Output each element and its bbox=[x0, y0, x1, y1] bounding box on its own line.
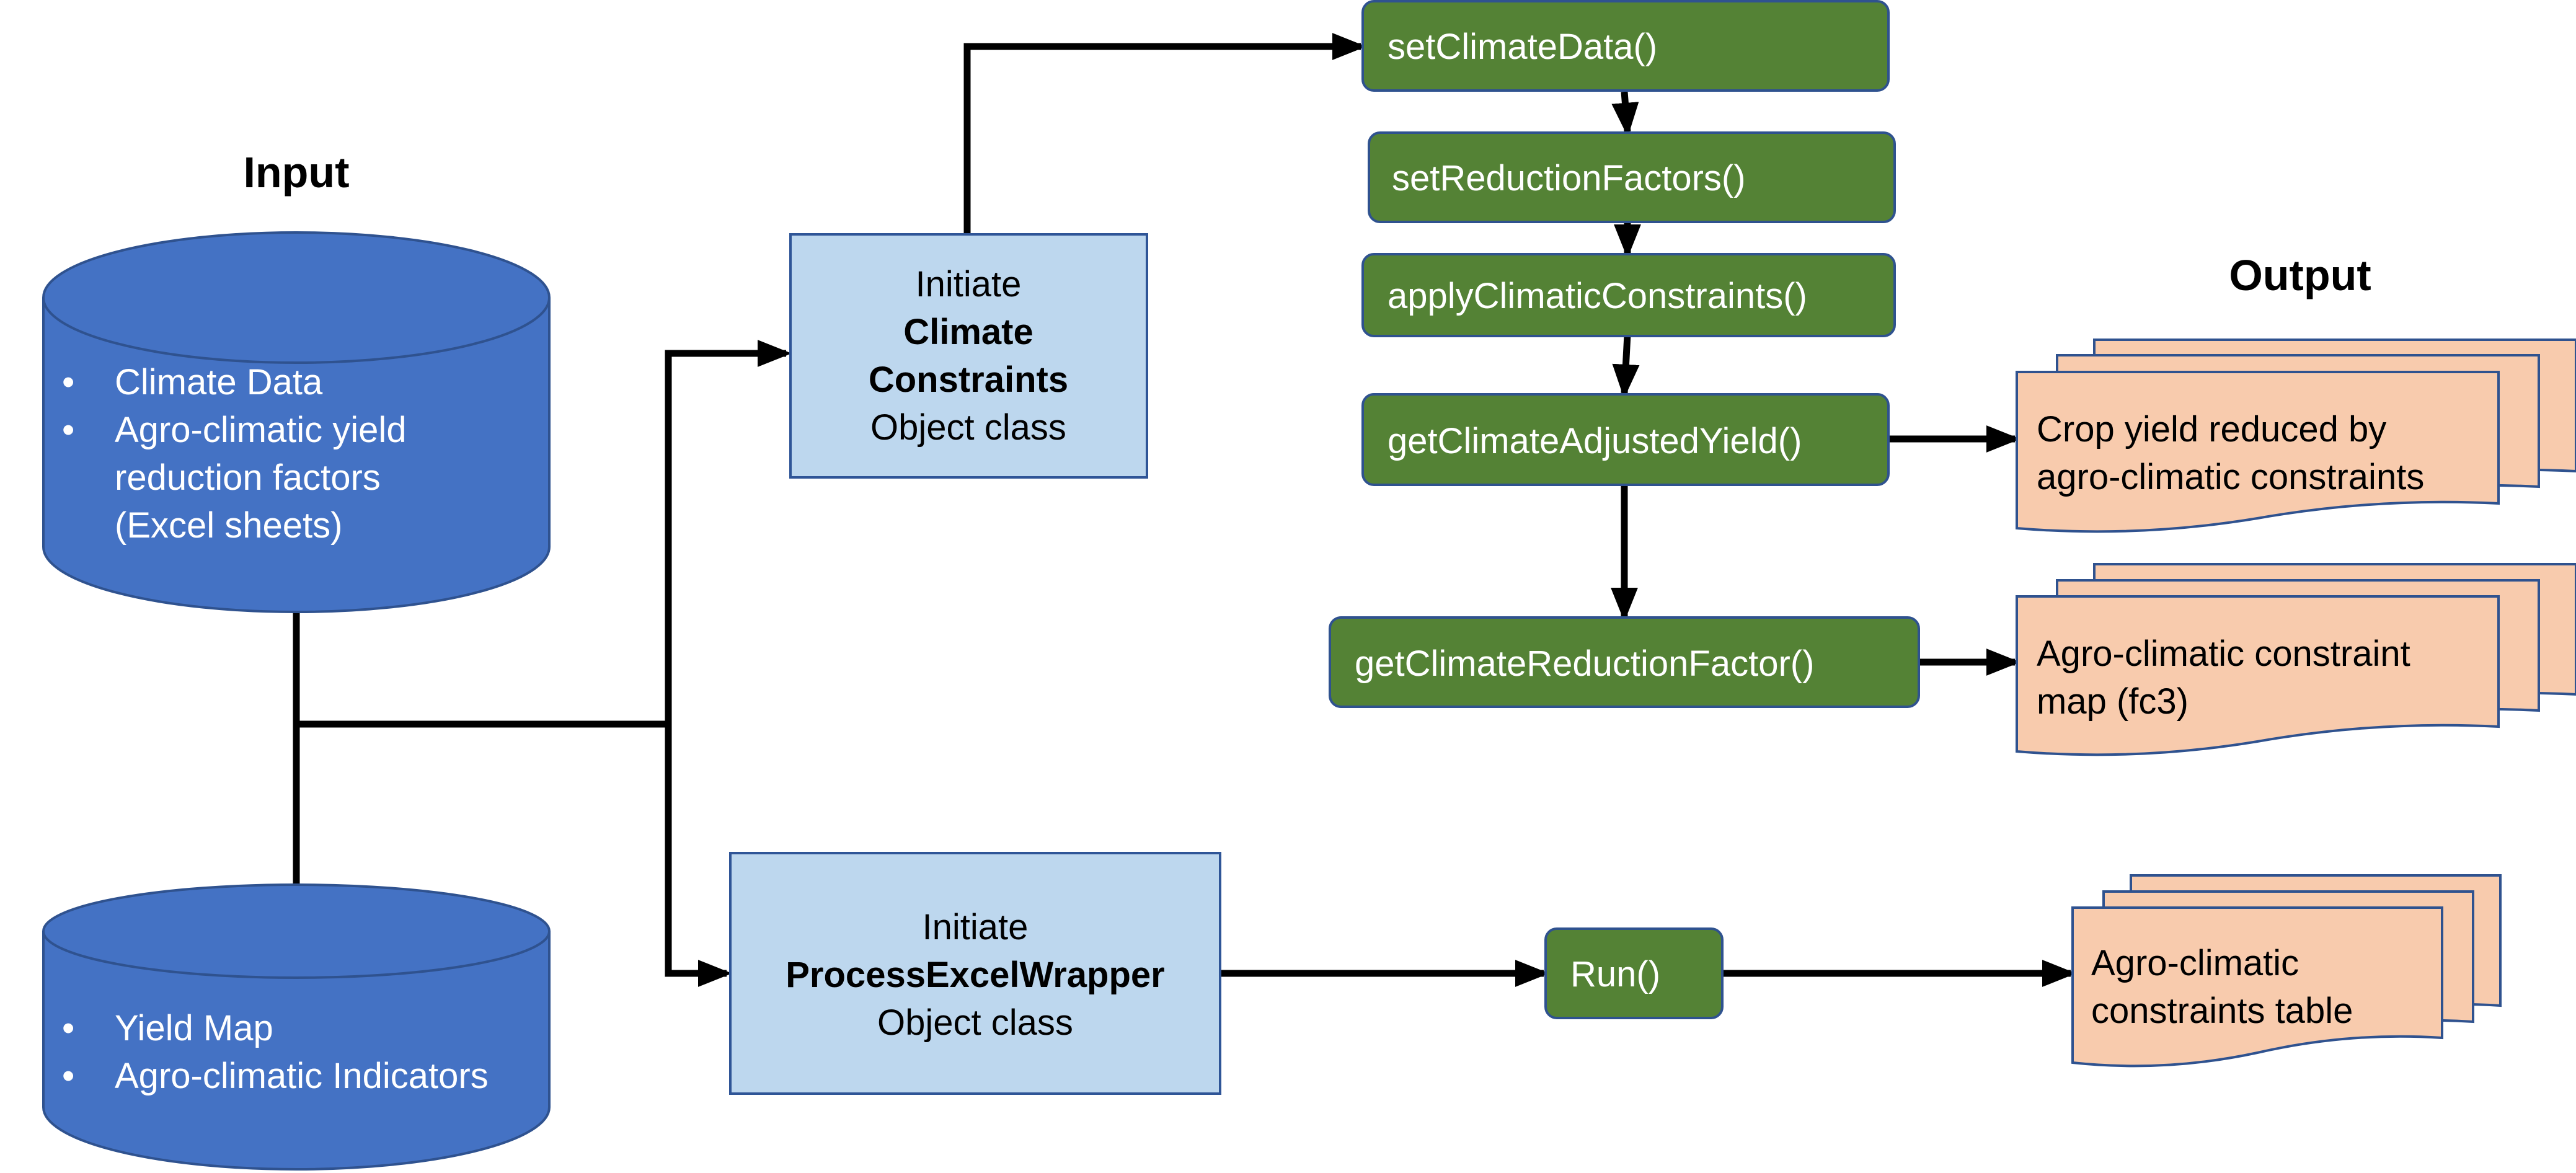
process-excel-object-class: Object class bbox=[877, 1003, 1073, 1043]
arrow-set-climate-to-reduction bbox=[1611, 91, 1639, 137]
run-method[interactable]: Run() bbox=[1544, 927, 1724, 1019]
get-climate-adjusted-yield-method[interactable]: getClimateAdjustedYield() bbox=[1361, 393, 1890, 486]
arrow-to-climate-constraints bbox=[665, 340, 792, 724]
climate-db-line-2: Agro-climatic yield bbox=[115, 410, 407, 450]
yield-db-body bbox=[42, 931, 551, 1171]
get-climate-reduction-factor-label: getClimateReductionFactor() bbox=[1355, 644, 1814, 684]
climate-db-body bbox=[42, 298, 551, 613]
get-climate-adjusted-yield-label: getClimateAdjustedYield() bbox=[1388, 421, 1802, 461]
apply-climatic-constraints-label: applyClimaticConstraints() bbox=[1388, 276, 1807, 316]
set-climate-data-label: setClimateData() bbox=[1388, 27, 1657, 67]
climate-constraints-name-2: Constraints bbox=[869, 360, 1068, 400]
crop-yield-output: Crop yield reduced by agro-climatic cons… bbox=[2016, 339, 2576, 533]
run-label: Run() bbox=[1570, 954, 1660, 994]
climate-constraints-name-1: Climate bbox=[903, 312, 1033, 352]
yield-db-top bbox=[42, 883, 551, 979]
constraint-map-line-1: Agro-climatic constraint bbox=[2037, 634, 2410, 674]
input-heading: Input bbox=[243, 148, 349, 197]
climate-db-bullet-2: • bbox=[62, 410, 74, 450]
connectors bbox=[293, 33, 2076, 987]
process-excel-name: ProcessExcelWrapper bbox=[786, 955, 1165, 995]
climate-db-bullet-1: • bbox=[62, 362, 74, 402]
climate-db-top bbox=[42, 231, 551, 364]
yield-map-database: • Yield Map • Agro-climatic Indicators bbox=[42, 883, 551, 1171]
constraint-map-output: Agro-climatic constraint map (fc3) bbox=[2016, 563, 2576, 756]
set-reduction-factors-label: setReductionFactors() bbox=[1392, 158, 1746, 198]
process-excel-wrapper-class-box: Initiate ProcessExcelWrapper Object clas… bbox=[729, 852, 1221, 1095]
constraint-map-line-2: map (fc3) bbox=[2037, 681, 2189, 722]
yield-db-bullet-1: • bbox=[62, 1008, 74, 1048]
crop-yield-line-2: agro-climatic constraints bbox=[2037, 457, 2424, 497]
climate-db-line-1: Climate Data bbox=[115, 362, 323, 402]
climate-constraints-object-class: Object class bbox=[870, 407, 1066, 448]
climate-data-database: • Climate Data • Agro-climatic yield red… bbox=[42, 231, 551, 613]
climate-db-line-4: (Excel sheets) bbox=[115, 505, 342, 546]
constraints-table-output: Agro-climatic constraints table bbox=[2071, 874, 2502, 1068]
output-heading: Output bbox=[2229, 251, 2371, 299]
crop-yield-line-1: Crop yield reduced by bbox=[2037, 409, 2386, 449]
set-reduction-factors-method[interactable]: setReductionFactors() bbox=[1368, 131, 1896, 223]
set-climate-data-method[interactable]: setClimateData() bbox=[1361, 0, 1890, 92]
arrow-to-process-excel bbox=[665, 724, 732, 987]
process-excel-initiate: Initiate bbox=[923, 907, 1029, 947]
climate-constraints-initiate: Initiate bbox=[916, 264, 1022, 304]
constraints-table-line-2: constraints table bbox=[2091, 991, 2353, 1031]
yield-db-line-2: Agro-climatic Indicators bbox=[115, 1056, 489, 1096]
get-climate-reduction-factor-method[interactable]: getClimateReductionFactor() bbox=[1329, 616, 1920, 708]
climate-constraints-class-box: Initiate Climate Constraints Object clas… bbox=[789, 233, 1148, 479]
yield-db-bullet-2: • bbox=[62, 1056, 74, 1096]
arrow-to-set-climate-data bbox=[963, 33, 1366, 234]
apply-climatic-constraints-method[interactable]: applyClimaticConstraints() bbox=[1361, 253, 1896, 337]
yield-db-line-1: Yield Map bbox=[115, 1008, 273, 1048]
arrow-apply-to-adjusted bbox=[1612, 334, 1640, 399]
climate-db-line-3: reduction factors bbox=[115, 458, 381, 498]
constraints-table-line-1: Agro-climatic bbox=[2091, 943, 2299, 983]
